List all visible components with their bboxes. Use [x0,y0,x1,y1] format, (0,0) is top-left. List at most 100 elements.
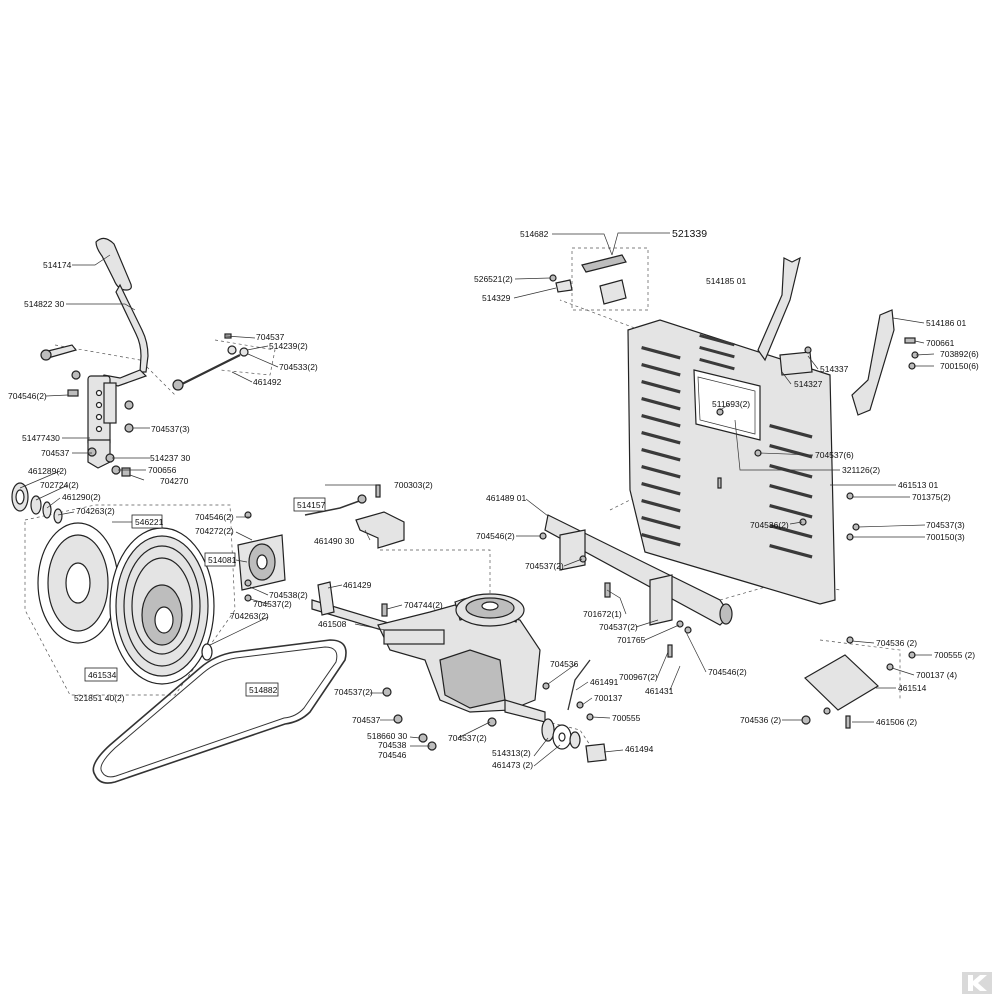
pulley-bracket [237,511,286,602]
part-label: 704263(2) [230,611,269,621]
part-label: 700137 (4) [916,670,957,680]
panel-louvres [641,333,813,559]
part-label: 701672(1) [583,609,622,619]
part-label: 461513 01 [898,480,938,490]
louvre-slot [641,532,681,547]
part-label: 700137 [594,693,623,703]
rear-wheel [11,482,215,685]
part-label: 704537(3) [151,424,190,434]
part-label: 514081 [208,555,237,565]
part-label: 518660 30 [367,731,407,741]
part-label: 704546(2) [708,667,747,677]
part-label: 514337 [820,364,849,374]
part-label: 514822 30 [24,299,64,309]
part-label: 700555 [612,713,641,723]
part-label: 700555 (2) [934,650,975,660]
part-label: 704270 [160,476,189,486]
part-labels: 514174 514822 30 704546(2) 51477430 7045… [8,228,979,770]
part-label: 700150(3) [926,532,965,542]
front-axle [539,514,733,658]
part-label: 704272(2) [195,526,234,536]
part-label: 704263(2) [76,506,115,516]
part-label: 704546(2) [476,531,515,541]
louvre-slot [641,346,681,360]
louvre-slot [769,424,813,439]
part-label: 514329 [482,293,511,303]
part-label: 514313(2) [492,748,531,758]
louvre-slot [641,430,681,445]
part-label: 704537(6) [815,450,854,460]
louvre-slot [699,346,735,359]
louvre-slot [769,504,813,519]
louvre-slot [769,524,813,539]
louvre-slot [769,544,813,559]
louvre-slot [699,333,735,347]
part-label: 704537(2) [525,561,564,571]
louvre-slot [641,396,681,411]
louvre-slot [641,413,681,428]
part-label: 546221 [135,517,164,527]
louvre-slot [641,481,681,496]
part-label: 704744(2) [404,600,443,610]
part-label: 704533(2) [279,362,318,372]
part-label: 704537(2) [448,733,487,743]
part-label: 461491 [590,677,619,687]
boxed-label-frames [84,497,326,697]
part-label: 704537(2) [334,687,373,697]
drive-belt [92,639,347,784]
panel-fasteners [716,408,860,541]
drive-lever [40,237,149,477]
part-label: 704538 [378,740,407,750]
part-label: 461289(2) [28,466,67,476]
part-label: 514186 01 [926,318,966,328]
part-label: 461514 [898,683,927,693]
part-label: 704536 (2) [740,715,781,725]
part-label: 514237 30 [150,453,190,463]
louvre-slot [641,379,681,394]
louvre-slot [769,464,813,479]
part-label: 461494 [625,744,654,754]
part-label: 514185 01 [706,276,746,286]
louvre-slot [641,447,681,462]
part-label: 701765 [617,635,646,645]
part-label: 51477430 [22,433,60,443]
part-label: 521851 40(2) [74,693,125,703]
part-label: 704546(2) [195,512,234,522]
part-label: 704537 [256,332,285,342]
part-label: 511693(2) [712,399,750,409]
part-label: 700150(6) [940,361,979,371]
part-label: 461431 [645,686,674,696]
part-label: 704537 [41,448,70,458]
part-label: 461489 01 [486,493,526,503]
part-label: 461290(2) [62,492,101,502]
part-label: 703892(6) [940,349,979,359]
transaxle [377,593,546,751]
part-label: 700656 [148,465,177,475]
part-label: 461506 (2) [876,717,917,727]
part-label: 701375(2) [912,492,951,502]
part-label: 702724(2) [40,480,79,490]
part-label: 461473 (2) [492,760,533,770]
part-label: 526521(2) [474,274,513,284]
part-label: 461490 30 [314,536,354,546]
handle-assembly [549,254,627,305]
part-label: 461429 [343,580,372,590]
part-label: 321126(2) [842,465,880,475]
cable-bracket [304,484,405,549]
louvre-slot [699,357,735,371]
part-label: 704537(2) [253,599,292,609]
louvre-slot [641,464,681,479]
part-label: 514157 [297,500,326,510]
k-logo-icon [962,972,992,994]
side-brackets [757,256,919,416]
part-label: 704536 [550,659,579,669]
part-label: 514882 [249,685,278,695]
part-label: 700303(2) [394,480,433,490]
louvre-slot [769,484,813,499]
part-label: 514327 [794,379,823,389]
louvre-slot [641,363,681,377]
part-label: 704536 (2) [876,638,917,648]
footplate [801,636,916,729]
part-label: 514174 [43,260,72,270]
